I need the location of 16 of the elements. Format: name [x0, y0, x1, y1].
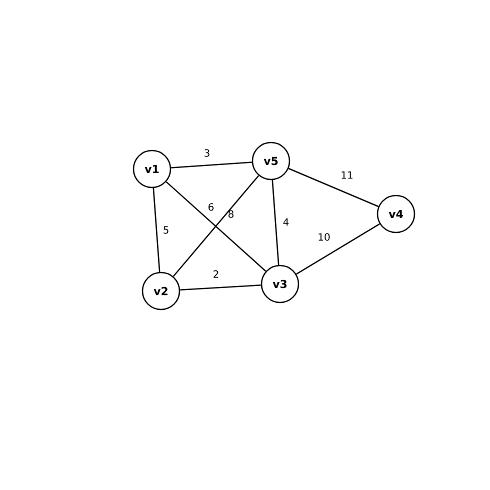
edge-line [152, 188, 160, 272]
edge-line [171, 162, 252, 168]
edge-label: 11 [342, 171, 352, 179]
edge-line [180, 284, 261, 291]
edge-label: 5 [164, 226, 168, 234]
edge-label: 4 [283, 218, 289, 226]
edge-line [272, 180, 280, 265]
edge-label: 6 [208, 203, 214, 211]
edge-line [296, 223, 380, 275]
edge-line [166, 181, 266, 272]
edge-label: 8 [228, 210, 234, 218]
edge-label: 10 [318, 233, 330, 241]
edge-label: 3 [204, 149, 210, 157]
edge-line [172, 175, 260, 277]
edge-label: 2 [214, 270, 218, 278]
edge-line [288, 168, 379, 208]
